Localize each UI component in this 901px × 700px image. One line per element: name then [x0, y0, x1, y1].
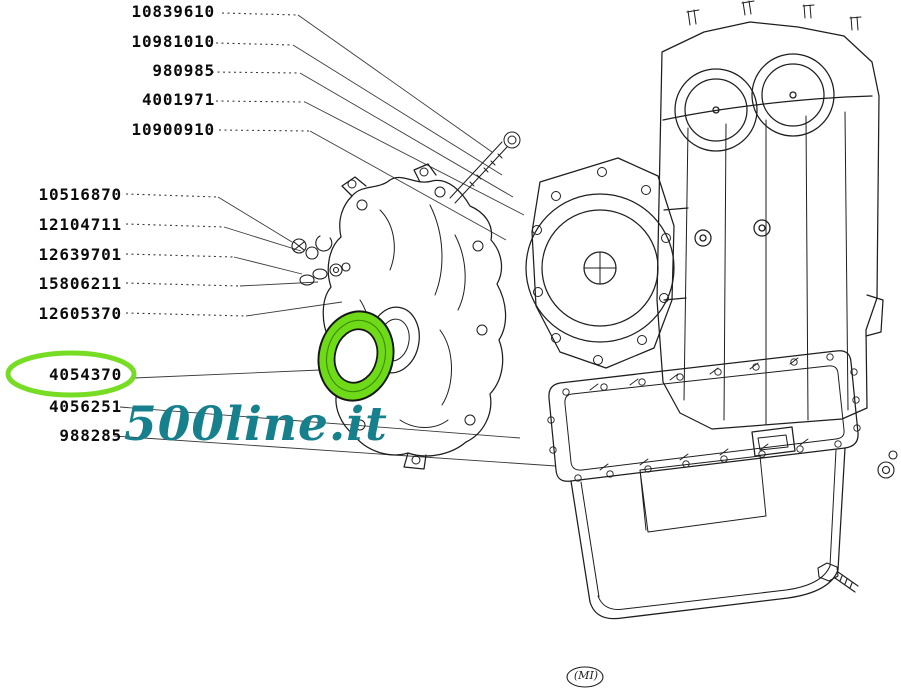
- seal-ring-highlight: [317, 310, 395, 402]
- part-number-label: 12639701: [38, 245, 122, 264]
- part-number-label: 988285: [59, 426, 122, 445]
- part-number-label-highlighted: 4054370: [48, 365, 122, 384]
- part-number-label: 10839610: [131, 2, 215, 21]
- clutch-housing-face: [525, 157, 675, 369]
- small-hardware: [291, 235, 351, 286]
- part-number-label: 10516870: [38, 185, 122, 204]
- drain-bolt: [817, 450, 898, 593]
- part-number-label: 12104711: [38, 215, 122, 234]
- stamp-ellipse: [566, 666, 604, 688]
- part-number-label: 4056251: [48, 397, 122, 416]
- highlight-ellipse: [5, 350, 137, 398]
- part-number-label: 12605370: [38, 304, 122, 323]
- part-number-label: 10900910: [131, 120, 215, 139]
- stud-bolt: [449, 131, 521, 204]
- part-number-label: 980985: [152, 61, 215, 80]
- part-number-label: 10981010: [131, 32, 215, 51]
- engine-drawing: [291, 0, 898, 688]
- watermark: 500line.it: [124, 397, 388, 452]
- part-number-label: 15806211: [38, 274, 122, 293]
- footer-stamp: (MI): [573, 669, 599, 682]
- oil-pan: [547, 350, 861, 620]
- part-number-label: 4001971: [141, 90, 215, 109]
- engine-block: [656, 0, 884, 430]
- leader-lines: [113, 12, 557, 467]
